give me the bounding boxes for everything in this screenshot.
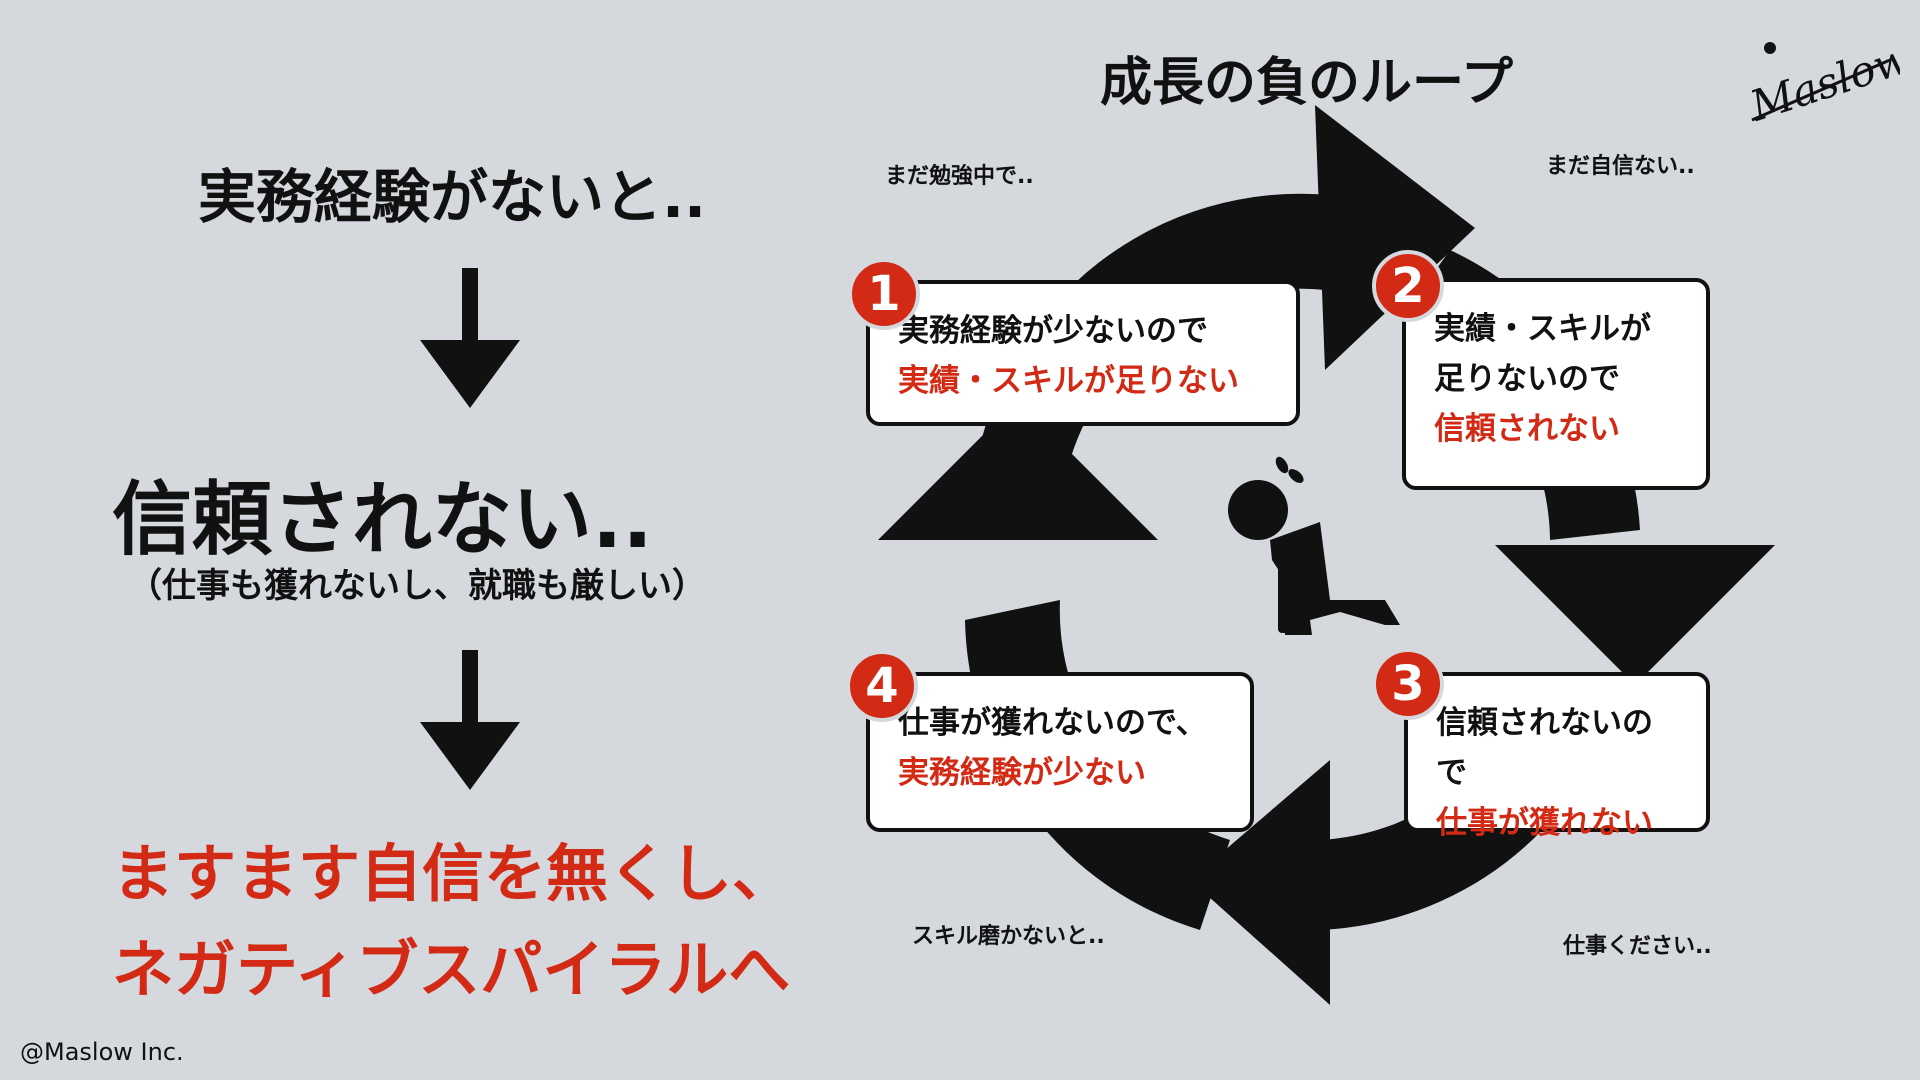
slumped-person-icon (1228, 456, 1400, 635)
arrowhead-right-icon (1495, 545, 1775, 685)
step-card-4: 仕事が獲れないので、 実務経験が少ない (866, 672, 1254, 832)
thought-top-left: まだ勉強中で.. (885, 164, 1034, 189)
thought-bottom-left: スキル磨かないと.. (912, 924, 1105, 949)
arrowhead-bottom-icon (1190, 760, 1330, 1005)
down-arrow-icon (420, 268, 520, 408)
conclusion-line-1: ますます自信を無くし、 (112, 837, 795, 910)
step-badge-1: 1 (848, 258, 920, 330)
step-2-line-2: 足りないので (1434, 361, 1620, 397)
arrowhead-left-icon (878, 400, 1158, 540)
copyright-text: @Maslow Inc. (20, 1038, 184, 1066)
heading-no-experience: 実務経験がないと.. (198, 163, 707, 231)
arrowhead-top-icon (1315, 105, 1475, 370)
step-card-1: 実務経験が少ないので 実績・スキルが足りない (866, 280, 1300, 426)
step-1-highlight: 実績・スキルが足りない (898, 363, 1239, 399)
diagram-title: 成長の負のループ (1100, 53, 1513, 113)
step-4-line: 仕事が獲れないので、 (898, 705, 1207, 741)
subheading-note: （仕事も獲れないし、就職も厳しい） (128, 566, 706, 606)
step-2-line-1: 実績・スキルが (1434, 311, 1651, 347)
step-badge-4: 4 (846, 650, 918, 722)
thought-top-right: まだ自信ない.. (1546, 154, 1695, 179)
step-card-2: 実績・スキルが 足りないので 信頼されない (1402, 278, 1710, 490)
step-2-highlight: 信頼されない (1434, 411, 1620, 447)
step-3-highlight: 仕事が獲れない (1436, 805, 1653, 841)
down-arrow-icon (420, 650, 520, 790)
heading-not-trusted: 信頼されない.. (112, 473, 653, 566)
step-badge-3: 3 (1372, 648, 1444, 720)
step-badge-2: 2 (1372, 250, 1444, 322)
step-1-line: 実務経験が少ないので (898, 313, 1208, 349)
step-3-line: 信頼されないので (1436, 705, 1653, 791)
thought-bottom-right: 仕事ください.. (1563, 934, 1712, 959)
conclusion-line-2: ネガティブスパイラルへ (112, 933, 791, 1006)
step-4-highlight: 実務経験が少ない (898, 755, 1146, 791)
maslow-logo: Maslow (1744, 33, 1900, 130)
step-card-3: 信頼されないので 仕事が獲れない (1404, 672, 1710, 841)
conclusion-text: ますます自信を無くし、 ネガティブスパイラルへ (112, 826, 794, 1018)
